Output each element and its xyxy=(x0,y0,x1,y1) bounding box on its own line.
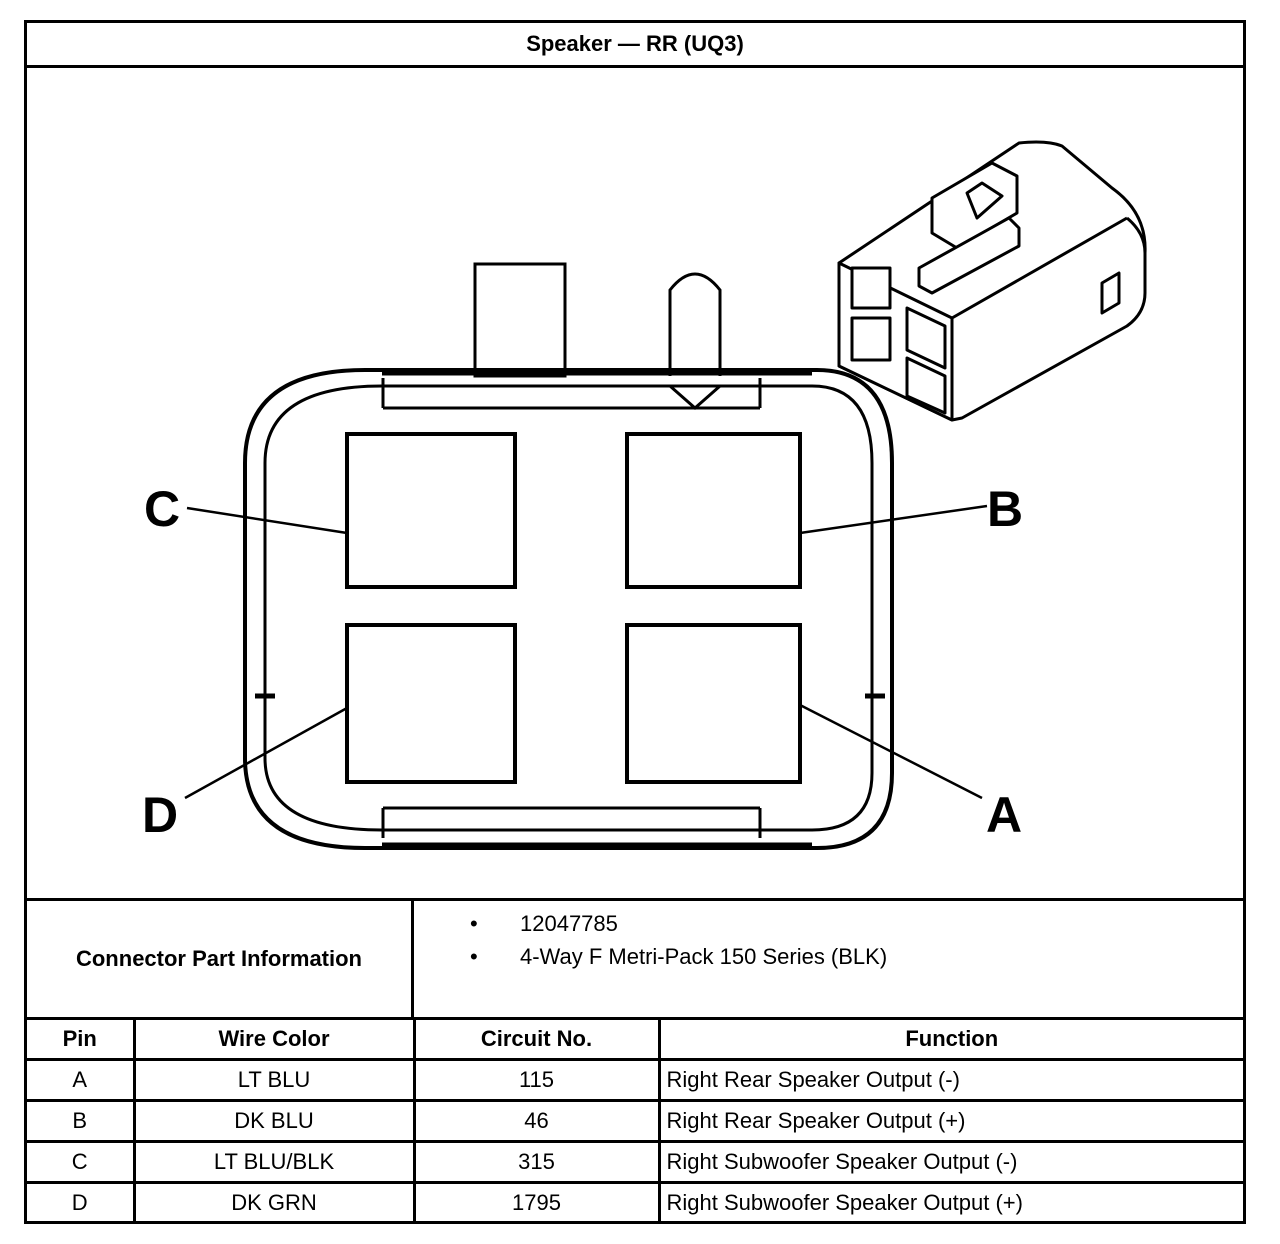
leader-d xyxy=(184,706,348,800)
table-row: D DK GRN 1795 Right Subwoofer Speaker Ou… xyxy=(27,1181,1243,1222)
iso-cavity xyxy=(905,356,947,415)
pin-cell: A xyxy=(27,1058,136,1102)
header-function: Function xyxy=(657,1020,1243,1061)
pin-table-header: Pin Wire Color Circuit No. Function xyxy=(27,1020,1243,1061)
leader-c xyxy=(186,506,348,535)
pin-label-a: A xyxy=(986,787,1022,843)
circuit-cell: 115 xyxy=(412,1058,661,1102)
leader-b xyxy=(799,504,988,535)
function-cell: Right Rear Speaker Output (-) xyxy=(657,1058,1243,1102)
iso-window xyxy=(1100,271,1121,315)
function-cell: Right Rear Speaker Output (+) xyxy=(657,1099,1243,1143)
connector-type: 4-Way F Metri-Pack 150 Series (BLK) xyxy=(520,944,888,969)
cavity-c xyxy=(345,432,517,589)
pin-label-c: C xyxy=(144,481,180,537)
bullet-icon: • xyxy=(470,911,478,936)
connector-face xyxy=(184,262,988,850)
bullet-icon: • xyxy=(470,944,478,969)
cavity-a xyxy=(625,623,802,784)
table-row: B DK BLU 46 Right Rear Speaker Output (+… xyxy=(27,1099,1243,1143)
connector-info-list: • 12047785 • 4-Way F Metri-Pack 150 Seri… xyxy=(414,901,1243,1017)
header-wire-color: Wire Color xyxy=(132,1020,416,1061)
function-cell: Right Subwoofer Speaker Output (+) xyxy=(657,1181,1243,1222)
pin-cell: C xyxy=(27,1140,136,1184)
iso-edge xyxy=(1126,216,1147,254)
page-title: Speaker — RR (UQ3) xyxy=(27,23,1243,68)
connector-inner-shell xyxy=(263,384,874,832)
pin-table: Pin Wire Color Circuit No. Function A LT… xyxy=(27,1020,1243,1222)
header-circuit: Circuit No. xyxy=(412,1020,661,1061)
leader-a xyxy=(799,703,983,800)
connector-diagram-sheet: Speaker — RR (UQ3) xyxy=(24,20,1246,1224)
connector-iso-view xyxy=(837,140,1147,422)
table-row: C LT BLU/BLK 315 Right Subwoofer Speaker… xyxy=(27,1140,1243,1184)
connector-outer-shell xyxy=(243,368,894,850)
iso-cavity xyxy=(850,266,892,310)
circuit-cell: 46 xyxy=(412,1099,661,1143)
latch-tab xyxy=(473,262,567,378)
header-pin: Pin xyxy=(27,1020,136,1061)
pin-cell: D xyxy=(27,1181,136,1222)
wire-color-cell: LT BLU/BLK xyxy=(132,1140,416,1184)
pin-label-b: B xyxy=(987,481,1023,537)
pin-cell: B xyxy=(27,1099,136,1143)
connector-drawing: C B D A xyxy=(142,140,1147,850)
cavity-d xyxy=(345,623,517,784)
pin-label-d: D xyxy=(142,787,178,843)
wire-color-cell: DK BLU xyxy=(132,1099,416,1143)
connector-part-information: Connector Part Information • 12047785 • … xyxy=(27,898,1243,1020)
key-tab xyxy=(668,272,722,376)
wire-color-cell: DK GRN xyxy=(132,1181,416,1222)
iso-edge xyxy=(951,216,1128,320)
circuit-cell: 1795 xyxy=(412,1181,661,1222)
connector-info-label: Connector Part Information xyxy=(27,901,414,1017)
iso-cavity xyxy=(905,306,947,370)
iso-cavity xyxy=(850,316,892,362)
part-number: 12047785 xyxy=(520,911,618,936)
iso-rail xyxy=(917,216,1021,295)
cavity-b xyxy=(625,432,802,589)
table-row: A LT BLU 115 Right Rear Speaker Output (… xyxy=(27,1058,1243,1102)
wire-color-cell: LT BLU xyxy=(132,1058,416,1102)
connector-face-diagram: C B D A xyxy=(27,68,1243,898)
iso-latch-inner xyxy=(965,181,1004,220)
key-notch xyxy=(669,384,721,410)
circuit-cell: 315 xyxy=(412,1140,661,1184)
function-cell: Right Subwoofer Speaker Output (-) xyxy=(657,1140,1243,1184)
